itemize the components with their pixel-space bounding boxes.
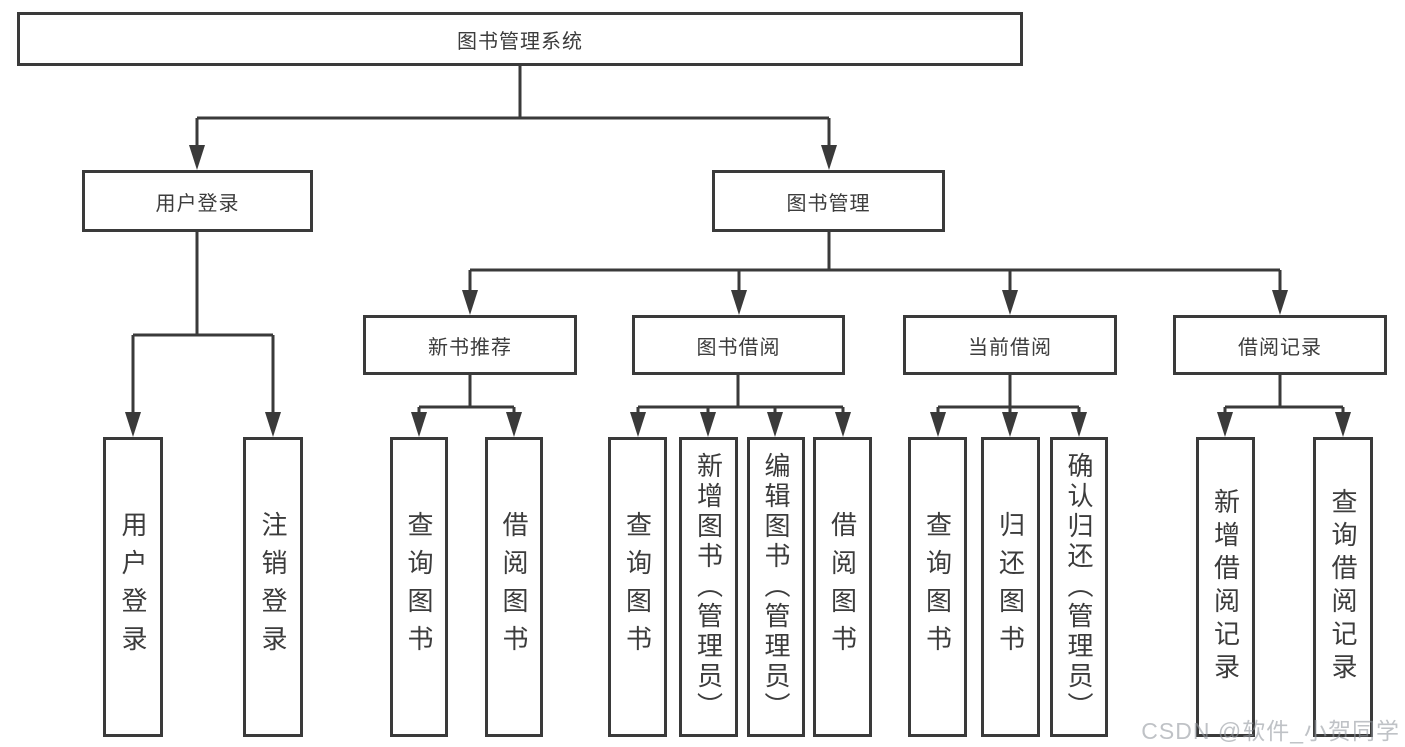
- leaf-logout: 注销登录: [243, 437, 303, 737]
- leaf-current-query-books: 查询图书: [908, 437, 967, 737]
- node-new-book-recommend: 新书推荐: [363, 315, 577, 375]
- leaf-records-add-record: 新增借阅记录: [1196, 437, 1255, 737]
- leaf-borrow-add-books-admin: 新增图书（管理员）: [679, 437, 738, 737]
- connector-mgmt-to-level3: [468, 232, 1282, 292]
- node-book-borrowing: 图书借阅: [632, 315, 845, 375]
- leaf-newbook-query-books: 查询图书: [390, 437, 448, 737]
- leaf-borrow-borrow-books: 借阅图书: [813, 437, 872, 737]
- connector-newbook-to-leaves: [417, 375, 516, 414]
- leaf-current-confirm-return-admin: 确认归还（管理员）: [1050, 437, 1108, 737]
- leaf-newbook-borrow-books: 借阅图书: [485, 437, 543, 737]
- leaf-records-query-record: 查询借阅记录: [1313, 437, 1373, 737]
- arrowheads: [125, 145, 1351, 437]
- node-book-management: 图书管理: [712, 170, 945, 232]
- node-library-system: 图书管理系统: [17, 12, 1023, 66]
- leaf-user-login: 用户登录: [103, 437, 163, 737]
- connector-borrow-to-leaves: [636, 375, 845, 414]
- csdn-watermark: CSDN @软件_小贺同学: [1141, 718, 1400, 744]
- connector-root-to-level2: [195, 66, 831, 147]
- leaf-borrow-query-books: 查询图书: [608, 437, 667, 737]
- connector-records-to-leaves: [1223, 375, 1345, 414]
- connector-current-to-leaves: [936, 375, 1081, 414]
- node-user-login: 用户登录: [82, 170, 313, 232]
- connector-login-to-leaves: [131, 232, 275, 414]
- leaf-borrow-edit-books-admin: 编辑图书（管理员）: [747, 437, 805, 737]
- leaf-current-return-books: 归还图书: [981, 437, 1040, 737]
- node-current-borrowing: 当前借阅: [903, 315, 1117, 375]
- node-borrowing-records: 借阅记录: [1173, 315, 1387, 375]
